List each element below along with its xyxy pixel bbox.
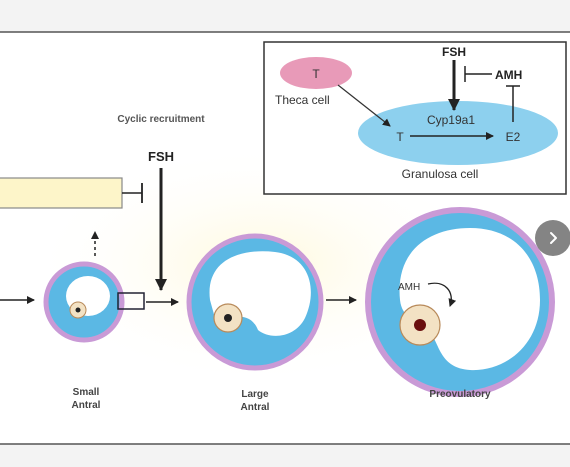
next-slide-button[interactable] [535,220,570,256]
follicle-amh-label: AMH [398,282,420,293]
theca-cell-label: Theca cell [275,93,330,107]
preovulatory-follicle: AMH [365,207,555,397]
main-fsh-label: FSH [148,149,174,164]
granulosa-cell-shape [358,101,558,165]
cyp19a1-label: Cyp19a1 [427,113,475,127]
small-antral-label-line2: Antral [72,400,101,411]
theca-to-granulosa-arrow [337,84,391,127]
theca-cell-shape [280,57,352,89]
amh-curved-arrow [427,282,457,307]
cyclic-recruitment-label: Cyclic recruitment [117,114,205,125]
zoom-region-box [117,292,145,310]
large-antral-label-line2: Antral [241,402,270,413]
inset-box: T Theca cell FSH AMH T Cyp19a1 E2 Granul… [263,41,567,195]
e2-label: E2 [506,130,521,144]
preovulatory-label: Preovulatory [429,389,491,400]
small-antral-label-line1: Small [73,387,100,398]
large-antral-label-line1: Large [241,389,269,400]
chevron-right-icon [550,232,557,244]
large-antral-follicle [186,233,324,371]
theca-t-label: T [312,67,320,81]
inset-amh-label: AMH [495,68,522,82]
small-antral-follicle [43,261,145,343]
granulosa-cell-label: Granulosa cell [402,167,479,181]
inset-fsh-label: FSH [442,45,466,59]
inhibition-bar [0,177,123,209]
granulosa-t-label: T [396,130,404,144]
